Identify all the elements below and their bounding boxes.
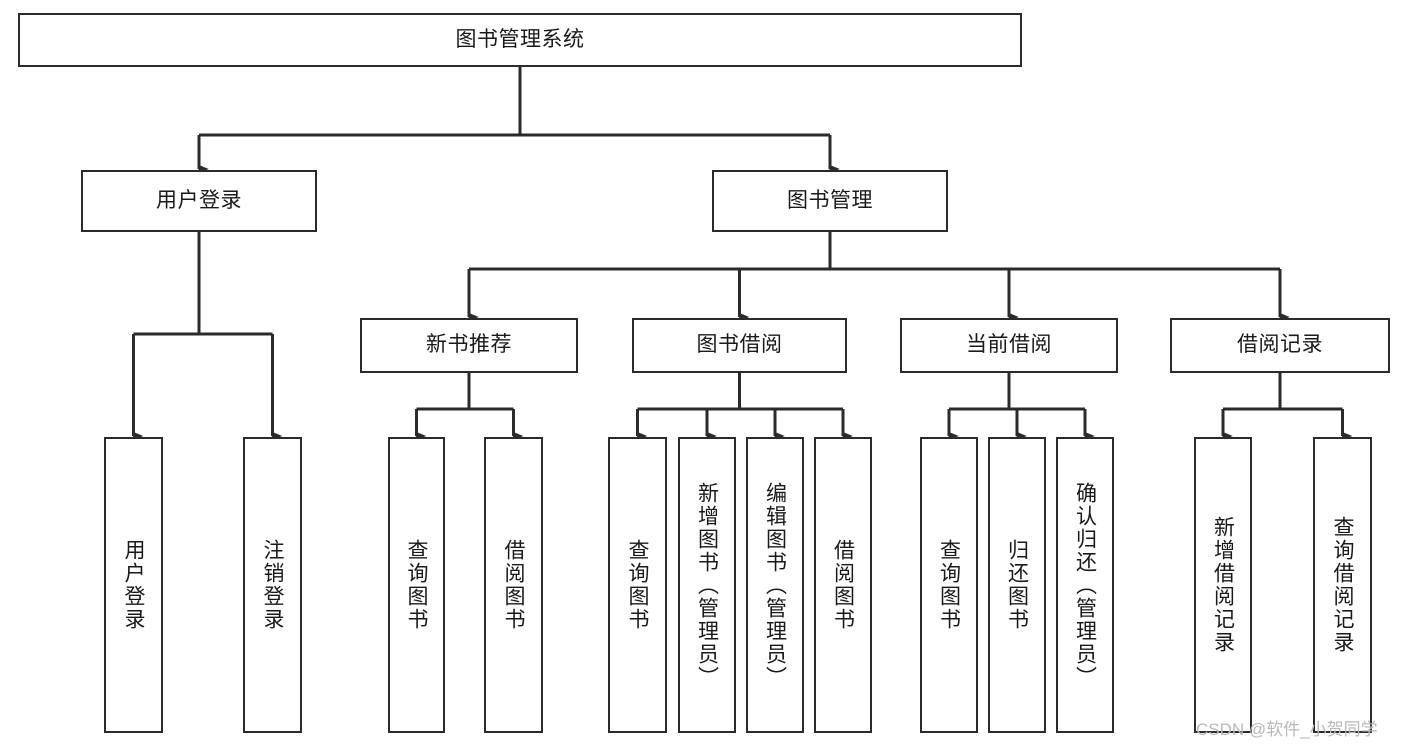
node-label: 借阅图书 <box>502 539 525 631</box>
node-bookmgmt[interactable]: 图书管理 <box>712 170 948 232</box>
node-label: 查询图书 <box>626 539 649 631</box>
tree-connectors <box>132 67 1353 441</box>
node-root[interactable]: 图书管理系统 <box>18 13 1022 67</box>
node-login[interactable]: 用户登录 <box>81 170 317 232</box>
node-label: 新书推荐 <box>426 333 512 357</box>
node-current[interactable]: 当前借阅 <box>900 318 1118 373</box>
node-leaf-8[interactable]: 借阅图书 <box>814 437 872 733</box>
node-label: 确认归还（管理员） <box>1073 481 1097 689</box>
node-leaf-3[interactable]: 查询图书 <box>388 437 445 733</box>
node-label: 查询借阅记录 <box>1331 516 1354 654</box>
node-label: 新增图书（管理员） <box>695 481 719 689</box>
node-label: 当前借阅 <box>966 333 1052 357</box>
node-leaf-13[interactable]: 查询借阅记录 <box>1313 437 1372 733</box>
node-label: 用户登录 <box>156 188 242 212</box>
node-label: 借阅图书 <box>831 539 855 631</box>
node-label: 图书管理 <box>787 188 873 212</box>
node-label: 图书管理系统 <box>455 27 585 51</box>
node-label: 查询图书 <box>937 539 961 631</box>
node-leaf-1[interactable]: 用户登录 <box>104 437 163 733</box>
node-label: 新增借阅记录 <box>1211 516 1235 654</box>
node-label: 编辑图书（管理员） <box>763 481 787 689</box>
node-leaf-7[interactable]: 编辑图书（管理员） <box>746 437 804 733</box>
node-label: 查询图书 <box>405 539 428 631</box>
node-leaf-4[interactable]: 借阅图书 <box>484 437 543 733</box>
node-leaf-2[interactable]: 注销登录 <box>243 437 302 733</box>
node-label: 图书借阅 <box>696 333 783 357</box>
node-leaf-5[interactable]: 查询图书 <box>608 437 667 733</box>
node-leaf-11[interactable]: 确认归还（管理员） <box>1056 437 1114 733</box>
node-leaf-9[interactable]: 查询图书 <box>920 437 978 733</box>
node-records[interactable]: 借阅记录 <box>1170 318 1390 373</box>
node-leaf-6[interactable]: 新增图书（管理员） <box>678 437 736 733</box>
node-label: 借阅记录 <box>1237 333 1323 357</box>
node-borrow[interactable]: 图书借阅 <box>632 318 847 373</box>
node-leaf-10[interactable]: 归还图书 <box>988 437 1046 733</box>
node-newbook[interactable]: 新书推荐 <box>360 318 578 373</box>
node-leaf-12[interactable]: 新增借阅记录 <box>1194 437 1252 733</box>
node-label: 注销登录 <box>261 539 284 631</box>
node-label: 用户登录 <box>122 539 145 631</box>
node-label: 归还图书 <box>1005 539 1029 631</box>
